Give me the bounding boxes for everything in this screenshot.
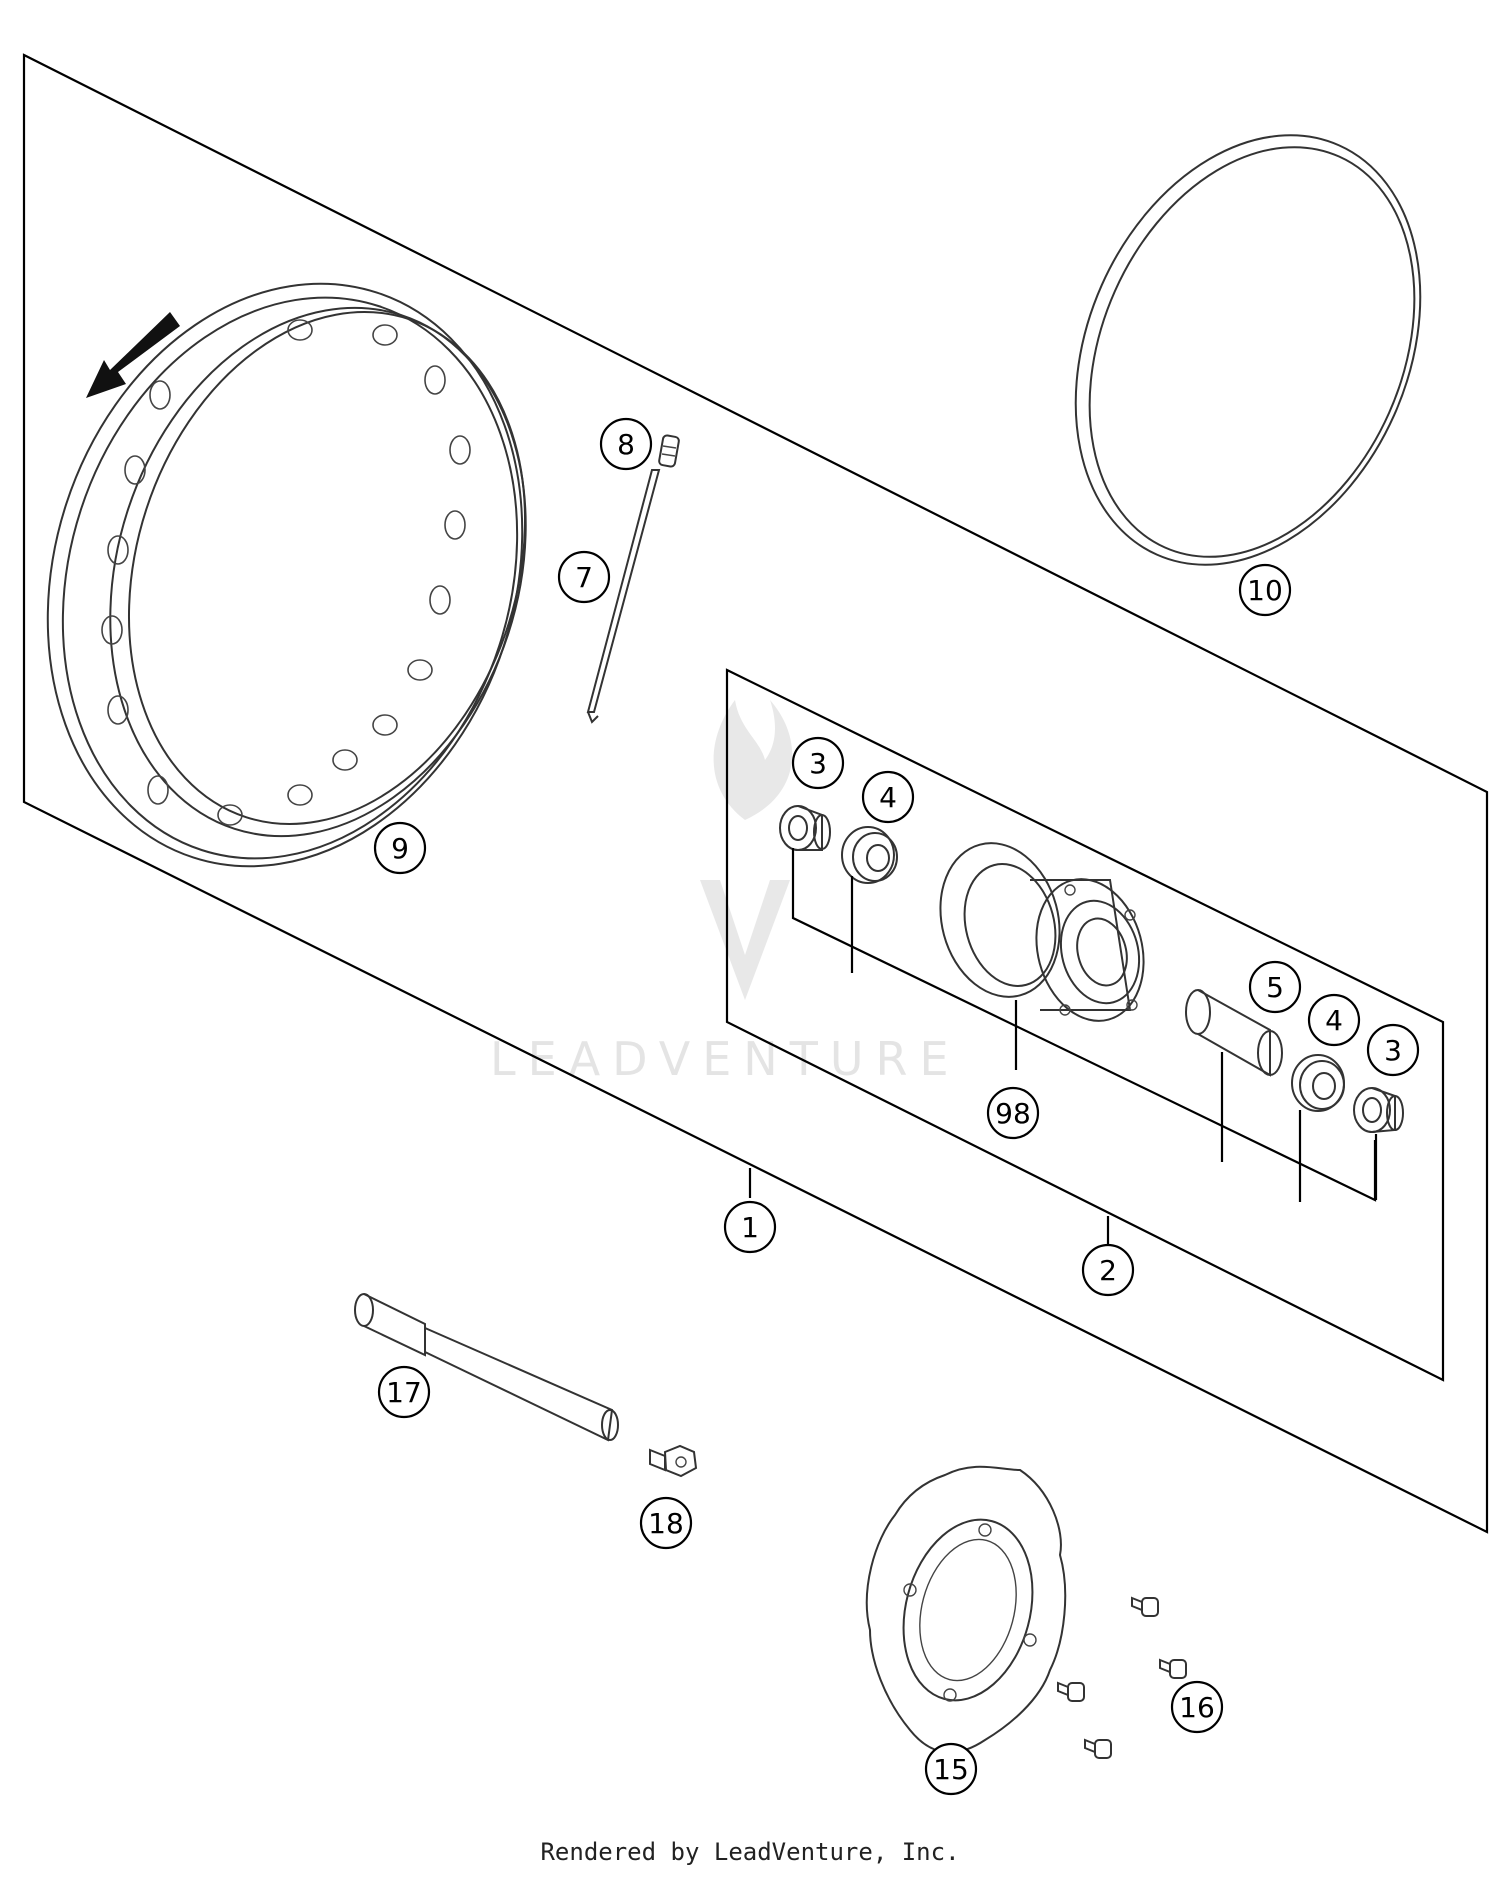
svg-text:4: 4 xyxy=(1325,1004,1343,1037)
bearing-right-drawing xyxy=(1353,1087,1404,1133)
svg-text:16: 16 xyxy=(1179,1691,1215,1724)
callout-16[interactable]: 16 xyxy=(1170,1680,1224,1734)
leadventure-watermark: LEADVENTURE xyxy=(490,700,961,1086)
svg-text:2: 2 xyxy=(1099,1254,1117,1287)
svg-text:9: 9 xyxy=(391,832,409,865)
callout-17[interactable]: 17 xyxy=(377,1365,431,1419)
callout-7[interactable]: 7 xyxy=(557,550,611,604)
rim-tape-drawing xyxy=(1074,134,1422,566)
seal-left-drawing xyxy=(841,826,898,884)
svg-text:17: 17 xyxy=(386,1376,422,1409)
callout-10[interactable]: 10 xyxy=(1238,563,1292,617)
footer-credit: Rendered by LeadVenture, Inc. xyxy=(540,1838,960,1866)
svg-text:8: 8 xyxy=(617,428,635,461)
seal-right-drawing xyxy=(1291,1054,1345,1112)
callout-9[interactable]: 9 xyxy=(373,821,427,875)
svg-text:10: 10 xyxy=(1247,574,1283,607)
svg-text:18: 18 xyxy=(648,1507,684,1540)
hub-assembly-panel xyxy=(725,668,1445,1382)
callout-1[interactable]: 1 xyxy=(723,1200,777,1254)
svg-text:7: 7 xyxy=(575,561,593,594)
callout-4-left[interactable]: 4 xyxy=(861,770,915,824)
callout-98[interactable]: 98 xyxy=(986,1086,1040,1140)
callout-18[interactable]: 18 xyxy=(639,1496,693,1550)
callout-4-right[interactable]: 4 xyxy=(1307,993,1361,1047)
svg-text:1: 1 xyxy=(741,1211,759,1244)
brake-disc-drawing xyxy=(865,1465,1067,1754)
spoke-nipple-drawing xyxy=(658,434,680,468)
callout-8[interactable]: 8 xyxy=(599,417,653,471)
svg-text:3: 3 xyxy=(809,747,827,780)
spacer-drawing xyxy=(1185,989,1283,1077)
disc-screws-drawing xyxy=(1057,1596,1187,1759)
callout-3-left[interactable]: 3 xyxy=(791,736,845,790)
callout-15[interactable]: 15 xyxy=(924,1742,978,1796)
bearing-left-drawing xyxy=(779,805,831,851)
svg-text:4: 4 xyxy=(879,781,897,814)
hub-drawing xyxy=(939,842,1145,1022)
svg-text:5: 5 xyxy=(1266,971,1284,1004)
leader-lines xyxy=(748,848,1378,1246)
rim-drawing xyxy=(46,282,527,868)
watermark-text: LEADVENTURE xyxy=(490,1032,961,1086)
wheel-assembly-panel xyxy=(22,53,1489,1534)
rotation-direction-arrow-icon xyxy=(86,312,180,398)
callout-5[interactable]: 5 xyxy=(1248,960,1302,1014)
spoke-drawing xyxy=(586,469,661,724)
svg-text:3: 3 xyxy=(1384,1034,1402,1067)
callout-2[interactable]: 2 xyxy=(1081,1243,1135,1297)
svg-text:15: 15 xyxy=(933,1753,969,1786)
callout-3-right[interactable]: 3 xyxy=(1366,1023,1420,1077)
svg-text:98: 98 xyxy=(995,1097,1031,1130)
axle-bolt-drawing xyxy=(649,1444,698,1478)
axle-drawing xyxy=(354,1293,619,1442)
